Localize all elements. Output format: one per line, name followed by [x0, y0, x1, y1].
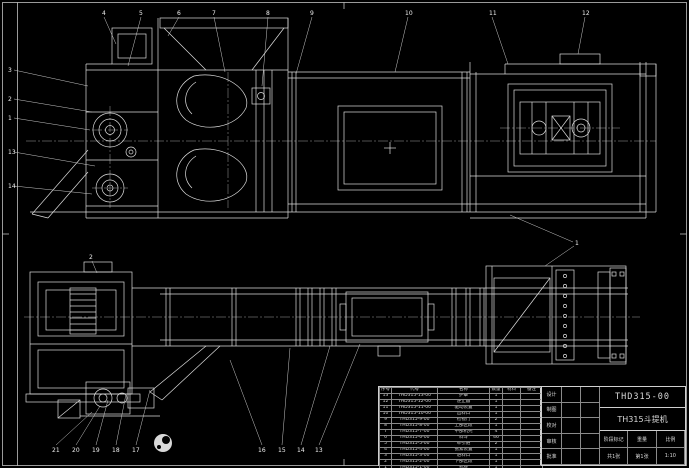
bom-cell-code: THD315-13-00 [391, 393, 438, 400]
balloon-number: 5 [139, 10, 143, 17]
bom-cell-code: THD315-12-00 [391, 399, 438, 406]
bom-cell-note [520, 465, 543, 468]
balloon-number: 2 [8, 96, 12, 103]
balloon-number: 2 [89, 254, 93, 261]
balloon-number: 15 [278, 447, 286, 454]
date-cell [581, 449, 600, 465]
sign-cell [562, 402, 581, 419]
bom-header-row: 序号 代号 名称 数量 材料 备注 [379, 387, 543, 394]
balloon-number: 8 [266, 10, 270, 17]
title-block-meta: 阶段标记 重量 比例 共1张 第1张 1:10 [600, 431, 685, 465]
balloon-number: 11 [489, 10, 497, 17]
date-cell [581, 387, 600, 403]
field-design: 设计 [542, 387, 562, 403]
meta-weight: 重量 [628, 431, 657, 448]
title-block-main: THD315-00 TH315斗提机 阶段标记 重量 比例 共1张 第1张 1:… [600, 387, 685, 465]
balloon-number: 12 [582, 10, 590, 17]
balloon-number: 14 [297, 447, 305, 454]
balloon-number: 13 [315, 447, 323, 454]
title-block-signatures: 设计 制图 校对 审核 批准 [542, 387, 600, 465]
field-approve: 批准 [542, 449, 562, 465]
balloon-number: 3 [8, 67, 12, 74]
plan-view [25, 261, 628, 419]
side-view [30, 17, 657, 219]
drawing-title: TH315斗提机 [600, 408, 685, 431]
sign-cell [562, 433, 581, 450]
bom-row: 5 THD315-5-00 牵引链 2 [379, 441, 543, 448]
callout-leaders [13, 16, 586, 446]
meta-scale-value: 1:10 [656, 448, 685, 465]
date-cell [581, 418, 600, 434]
balloon-number: 20 [72, 447, 80, 454]
callout-numbers: 4 5 6 7 8 9 10 11 12 3 2 1 13 14 1 2 21 … [8, 10, 590, 454]
balloon-number: 13 [8, 149, 16, 156]
balloon-number: 1 [8, 115, 12, 122]
balloon-number: 10 [405, 10, 413, 17]
balloon-number: 19 [92, 447, 100, 454]
sign-cell [562, 418, 581, 434]
field-check: 校对 [542, 418, 562, 434]
sign-cell [562, 449, 581, 465]
bom-row: 3 THD315-3-00 进料口 1 [379, 453, 543, 460]
bom-table: 序号 代号 名称 数量 材料 备注 13 THD315-13-00 护罩 1 1… [378, 386, 543, 468]
bom-cell-code: THD315-10-00 [391, 411, 438, 418]
meta-sheet-no: 第1张 [628, 448, 657, 465]
sign-cell [562, 387, 581, 403]
meta-stage: 阶段标记 [600, 431, 629, 448]
balloon-number: 14 [8, 183, 16, 190]
field-draw: 制图 [542, 402, 562, 419]
balloon-number: 17 [132, 447, 140, 454]
bom-row: 1 THD315-1-00 机座 1 [379, 465, 543, 468]
balloon-number: 7 [212, 10, 216, 17]
drawing-number: THD315-00 [600, 387, 685, 408]
bom-row: 12 THD315-12-00 逆止器 1 [379, 399, 543, 406]
balloon-number: 18 [112, 447, 120, 454]
date-cell [581, 402, 600, 419]
balloon-number: 6 [177, 10, 181, 17]
balloon-number: 21 [52, 447, 60, 454]
meta-sheet-total: 共1张 [600, 448, 629, 465]
title-block: 设计 制图 校对 审核 批准 THD315-00 TH315斗提机 阶段标记 重… [541, 386, 686, 466]
bom-cell-code: THD315-11-00 [391, 405, 438, 412]
field-audit: 审核 [542, 433, 562, 450]
balloon-number: 16 [258, 447, 266, 454]
balloon-number: 1 [575, 240, 579, 247]
balloon-number: 4 [102, 10, 106, 17]
date-cell [581, 433, 600, 450]
bom-header-seq: 序号 [379, 387, 392, 394]
meta-scale: 比例 [656, 431, 685, 448]
stamp-icon [154, 434, 172, 452]
balloon-number: 9 [310, 10, 314, 17]
